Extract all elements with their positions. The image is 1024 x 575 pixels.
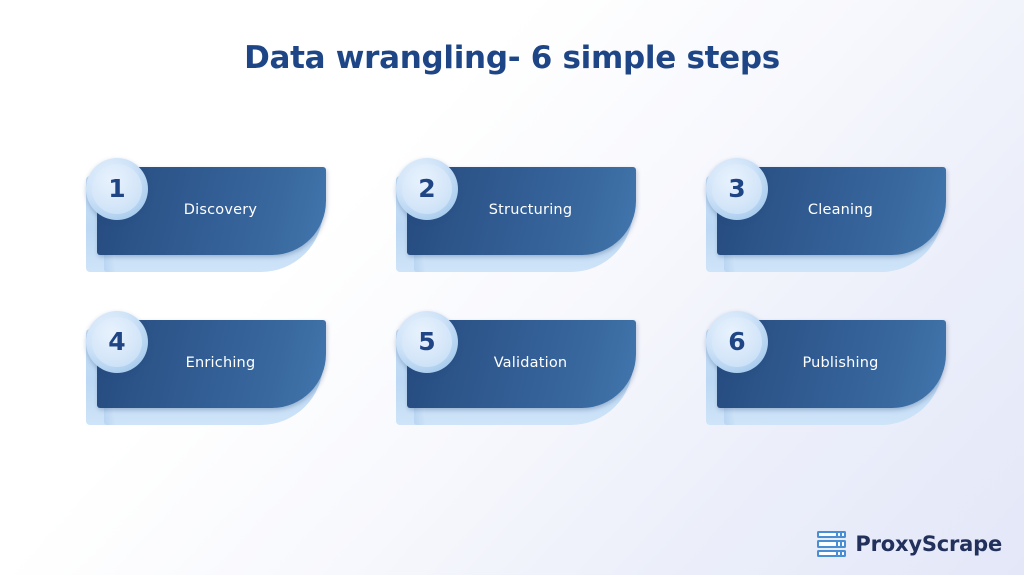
step-number-4: 4 — [108, 326, 126, 356]
step-label-4: Enriching — [185, 355, 256, 371]
step-card-2[interactable]: Structuring 2 — [396, 158, 641, 276]
brand-name: ProxyScrape — [855, 532, 1002, 556]
step-label-3: Cleaning — [807, 202, 874, 218]
step-label-1: Discovery — [183, 202, 258, 218]
step-badge-6: 6 — [706, 311, 768, 373]
step-badge-1: 1 — [86, 158, 148, 220]
step-card-3[interactable]: Cleaning 3 — [706, 158, 951, 276]
step-card-4[interactable]: Enriching 4 — [86, 311, 331, 429]
step-badge-2: 2 — [396, 158, 458, 220]
rack-bar — [819, 533, 837, 537]
step-card-6[interactable]: Publishing 6 — [706, 311, 951, 429]
rack-dot — [837, 542, 841, 546]
step-card-5[interactable]: Validation 5 — [396, 311, 641, 429]
rack-bar — [819, 551, 837, 555]
step-label-5: Validation — [493, 355, 568, 371]
server-rack-unit — [817, 540, 847, 548]
step-label-2: Structuring — [488, 202, 573, 218]
page-title: Data wrangling- 6 simple steps — [244, 40, 780, 76]
rack-bar — [819, 542, 837, 546]
server-rack-unit — [817, 549, 847, 557]
step-number-5: 5 — [418, 326, 436, 356]
rack-dot — [841, 551, 845, 555]
step-card-1[interactable]: Discovery 1 — [86, 158, 331, 276]
rack-dot — [837, 551, 841, 555]
step-number-6: 6 — [728, 326, 746, 356]
step-number-2: 2 — [418, 173, 436, 203]
steps-grid: Discovery 1 Structuring 2 Cleaning — [0, 150, 1024, 440]
rack-dot — [837, 533, 841, 537]
server-rack-unit — [817, 531, 847, 539]
step-badge-3: 3 — [706, 158, 768, 220]
rack-dot — [841, 533, 845, 537]
rack-dot — [841, 542, 845, 546]
step-number-3: 3 — [728, 173, 746, 203]
step-label-6: Publishing — [802, 355, 879, 371]
step-badge-4: 4 — [86, 311, 148, 373]
server-stack-icon — [817, 531, 847, 557]
brand-logo: ProxyScrape — [817, 531, 1002, 557]
step-number-1: 1 — [108, 173, 126, 203]
step-badge-5: 5 — [396, 311, 458, 373]
